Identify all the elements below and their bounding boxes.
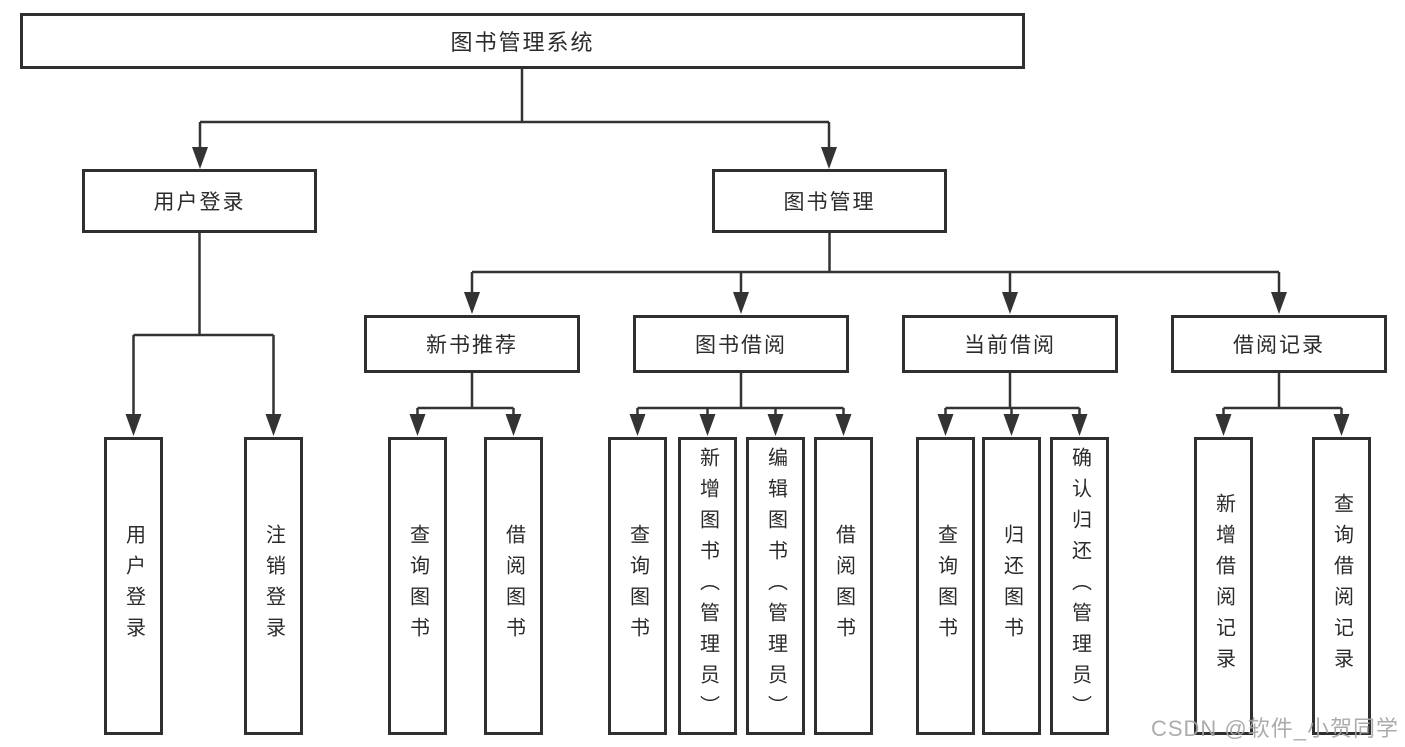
leaf-label: 查询借阅记录 bbox=[1330, 493, 1353, 679]
leaf-label: 借阅图书 bbox=[502, 524, 525, 648]
node-current-borrow: 当前借阅 bbox=[902, 315, 1118, 373]
leaf-edit-books-admin: 编辑图书（管理员） bbox=[746, 437, 805, 735]
arrow-down-icon bbox=[821, 147, 837, 169]
arrow-down-icon bbox=[699, 414, 716, 436]
leaf-current-query-books: 查询图书 bbox=[916, 437, 975, 735]
arrow-down-icon bbox=[835, 414, 852, 436]
node-borrow-records: 借阅记录 bbox=[1171, 315, 1387, 373]
arrow-down-icon bbox=[1333, 414, 1350, 436]
leaf-label: 借阅图书 bbox=[832, 524, 855, 648]
leaf-label: 归还图书 bbox=[1000, 524, 1023, 648]
arrow-down-icon bbox=[1071, 414, 1088, 436]
leaf-label: 新增图书（管理员） bbox=[696, 446, 719, 726]
arrow-down-icon bbox=[767, 414, 784, 436]
arrow-down-icon bbox=[937, 414, 954, 436]
leaf-recommend-borrow-books: 借阅图书 bbox=[484, 437, 543, 735]
arrowheads-group bbox=[125, 147, 1350, 436]
arrow-down-icon bbox=[265, 414, 282, 436]
arrow-down-icon bbox=[1215, 414, 1232, 436]
connector-book-borrow bbox=[636, 373, 845, 416]
leaf-add-borrow-record: 新增借阅记录 bbox=[1194, 437, 1253, 735]
leaf-logout: 注销登录 bbox=[244, 437, 303, 735]
leaf-label: 确认归还（管理员） bbox=[1068, 446, 1091, 726]
arrow-down-icon bbox=[629, 414, 646, 436]
arrow-down-icon bbox=[1002, 292, 1018, 314]
leaf-borrow-borrow-books: 借阅图书 bbox=[814, 437, 873, 735]
connector-new-book-recommend bbox=[416, 373, 515, 416]
connector-user-login bbox=[132, 233, 275, 416]
leaf-return-books: 归还图书 bbox=[982, 437, 1041, 735]
arrow-down-icon bbox=[505, 414, 522, 436]
arrow-down-icon bbox=[733, 292, 749, 314]
leaf-recommend-query-books: 查询图书 bbox=[388, 437, 447, 735]
node-user-login: 用户登录 bbox=[82, 169, 317, 233]
leaf-label: 查询图书 bbox=[406, 524, 429, 648]
leaf-label: 查询图书 bbox=[934, 524, 957, 648]
arrow-down-icon bbox=[464, 292, 480, 314]
arrow-down-icon bbox=[192, 147, 208, 169]
leaf-confirm-return-admin: 确认归还（管理员） bbox=[1050, 437, 1109, 735]
connector-current-borrow bbox=[944, 373, 1081, 416]
node-library-management-system: 图书管理系统 bbox=[20, 13, 1025, 69]
arrow-down-icon bbox=[1003, 414, 1020, 436]
leaf-label: 查询图书 bbox=[626, 524, 649, 648]
connector-book-management bbox=[470, 233, 1281, 294]
arrow-down-icon bbox=[125, 414, 142, 436]
leaf-label: 新增借阅记录 bbox=[1212, 493, 1235, 679]
leaf-borrow-query-books: 查询图书 bbox=[608, 437, 667, 735]
watermark: CSDN @软件_小贺同学 bbox=[1150, 716, 1399, 741]
leaf-label: 编辑图书（管理员） bbox=[764, 446, 787, 726]
leaf-label: 用户登录 bbox=[122, 524, 145, 648]
node-new-book-recommend: 新书推荐 bbox=[364, 315, 580, 373]
leaf-add-books-admin: 新增图书（管理员） bbox=[678, 437, 737, 735]
arrow-down-icon bbox=[1271, 292, 1287, 314]
connector-group bbox=[132, 69, 1343, 416]
leaf-query-borrow-record: 查询借阅记录 bbox=[1312, 437, 1371, 735]
connector-root bbox=[198, 69, 831, 150]
arrow-down-icon bbox=[409, 414, 426, 436]
connector-borrow-records bbox=[1222, 373, 1343, 416]
node-book-management: 图书管理 bbox=[712, 169, 947, 233]
leaf-label: 注销登录 bbox=[262, 524, 285, 648]
leaf-user-login: 用户登录 bbox=[104, 437, 163, 735]
node-book-borrow: 图书借阅 bbox=[633, 315, 849, 373]
